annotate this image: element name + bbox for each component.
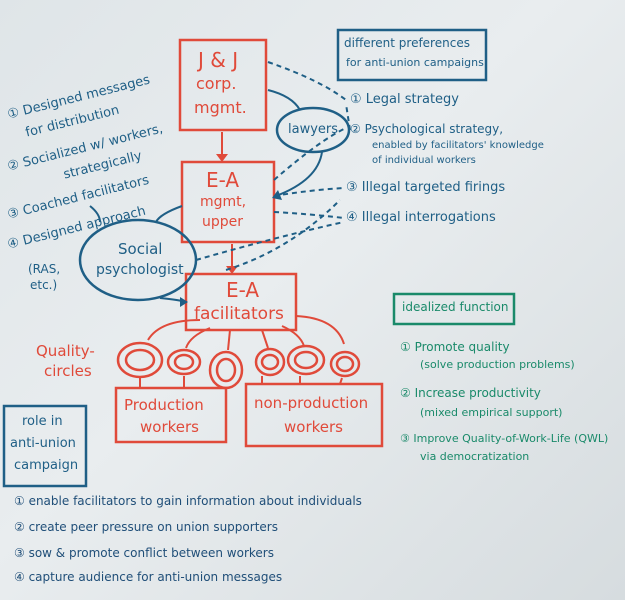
ea-mgmt-text-1: E-A	[206, 168, 240, 192]
left-item-4b: (RAS,	[28, 262, 61, 276]
pref-item-2a: ② Psychological strategy,	[350, 122, 504, 136]
preferences-title-2: for anti-union campaigns	[346, 56, 484, 69]
ideal-item-2b: (mixed empirical support)	[420, 406, 563, 419]
ideal-item-2a: ② Increase productivity	[400, 386, 541, 400]
role-box	[2, 404, 88, 488]
ea-fac-text-2: facilitators	[194, 304, 284, 324]
quality-circles-text-2: circles	[44, 362, 92, 380]
role-item-1: ① enable facilitators to gain informatio…	[14, 494, 362, 508]
lawyers-text: lawyers	[288, 122, 339, 137]
jj-text-3: mgmt.	[194, 98, 247, 117]
quality-circles	[116, 341, 361, 390]
role-item-2: ② create peer pressure on union supporte…	[14, 520, 278, 534]
pref-item-2b: enabled by facilitators' knowledge	[372, 140, 544, 151]
arrow-head	[216, 154, 228, 162]
jj-box	[178, 38, 268, 132]
ea-mgmt-text-2: mgmt,	[200, 194, 247, 210]
role-title-2: anti-union	[10, 436, 76, 451]
ea-mgmt-text-3: upper	[202, 214, 244, 230]
dashed-connectors	[195, 61, 351, 271]
ideal-item-1b: (solve production problems)	[420, 358, 575, 371]
pref-item-3: ③ Illegal targeted firings	[346, 180, 506, 195]
fac-to-circle-1	[147, 319, 201, 341]
jj-to-lawyers	[267, 89, 301, 111]
ideal-item-3b: via democratization	[420, 450, 530, 463]
pref-item-4: ④ Illegal interrogations	[346, 210, 496, 225]
ea-to-social	[155, 205, 183, 223]
pref-item-1: ① Legal strategy	[350, 92, 459, 107]
non-production-text-2: workers	[284, 418, 343, 436]
production-text-1: Production	[124, 396, 204, 414]
preferences-title-1: different preferences	[344, 36, 470, 50]
role-title-1: role in	[22, 414, 63, 429]
role-title-3: campaign	[14, 458, 79, 473]
lawyers-to-ea	[275, 151, 323, 197]
fac-to-circle-6	[295, 315, 345, 345]
non-production-box	[244, 382, 384, 448]
social-text-2: psychologist	[96, 262, 184, 278]
quality-circles-text-1: Quality-	[36, 342, 95, 360]
social-text-1: Social	[118, 240, 163, 258]
idealized-title: idealized function	[402, 300, 509, 314]
fac-to-circle-4	[261, 329, 269, 349]
role-item-3: ③ sow & promote conflict between workers	[14, 546, 274, 560]
non-production-text-1: non-production	[254, 394, 369, 412]
jj-text-2: corp.	[196, 74, 237, 93]
worker-arrows	[139, 376, 343, 388]
social-psychologist-ellipse	[78, 218, 198, 302]
left-item-4c: etc.)	[30, 278, 58, 292]
arrow-head	[180, 297, 188, 307]
jj-text-1: J & J	[198, 48, 239, 72]
ea-mgmt-box	[180, 160, 276, 244]
fac-to-circle-2	[185, 327, 211, 349]
ideal-item-1a: ① Promote quality	[400, 340, 510, 354]
left-list-to-social	[89, 205, 101, 223]
ideal-item-3a: ③ Improve Quality-of-Work-Life (QWL)	[400, 432, 609, 445]
pref-item-2c: of individual workers	[372, 155, 476, 166]
production-text-2: workers	[140, 418, 199, 436]
ea-fac-text-1: E-A	[226, 278, 260, 302]
production-box	[114, 386, 228, 444]
fac-to-circle-5	[281, 325, 305, 347]
preferences-box	[336, 28, 488, 82]
fac-to-circle-3	[227, 329, 231, 351]
idealized-box	[392, 292, 516, 326]
role-item-4: ④ capture audience for anti-union messag…	[14, 570, 283, 584]
